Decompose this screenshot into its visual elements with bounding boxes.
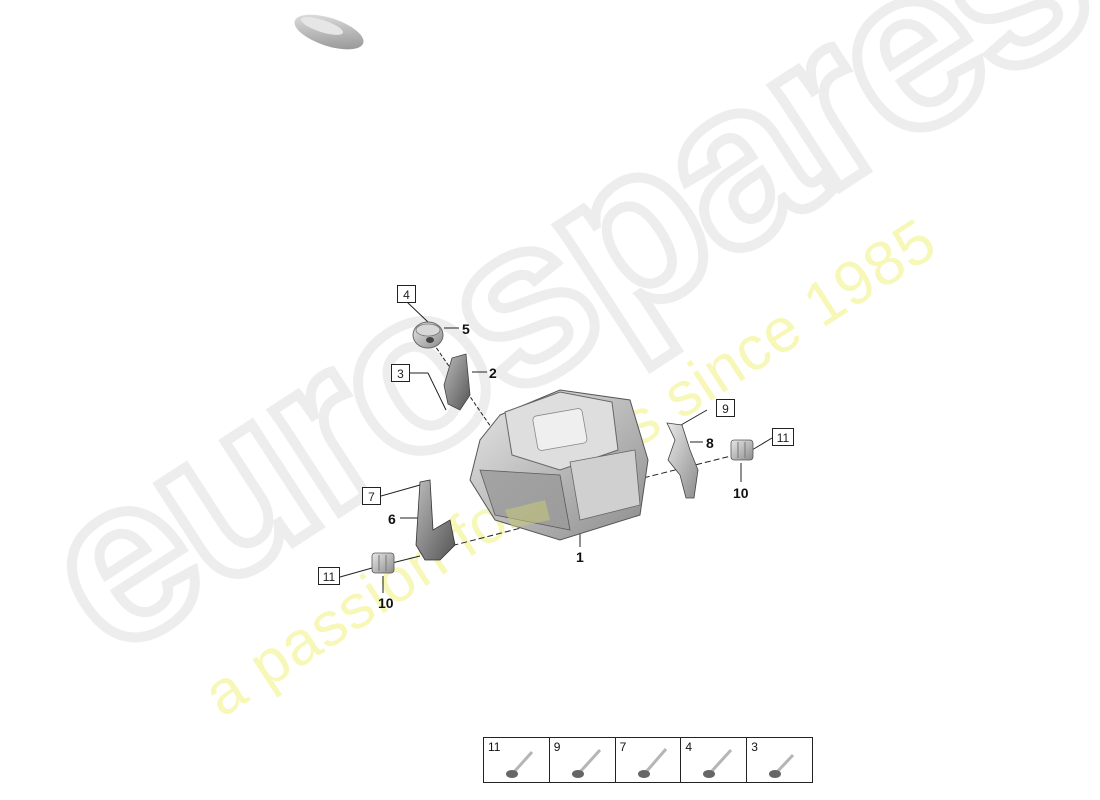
- bolt-icon: [637, 748, 667, 778]
- bolt-icon: [571, 748, 601, 778]
- electric-motor-part: [469, 389, 649, 541]
- bracket-part: [666, 422, 699, 499]
- legend-cell: 9: [550, 738, 616, 782]
- boxed-label-7: 7: [362, 487, 381, 505]
- legend-cell: 11: [484, 738, 550, 782]
- bracket-part: [443, 353, 471, 411]
- rubber-bush-part: [730, 439, 754, 461]
- bracket-part: [415, 479, 456, 561]
- legend-cell: 3: [747, 738, 813, 782]
- rubber-bush-part: [371, 552, 395, 574]
- legend-cell: 7: [616, 738, 682, 782]
- boxed-label-9: 9: [716, 399, 735, 417]
- boxed-label-11: 11: [772, 428, 794, 446]
- legend-number: 3: [751, 740, 758, 754]
- legend-number: 7: [619, 740, 627, 754]
- callout-8: 8: [706, 435, 714, 451]
- callout-1: 1: [576, 549, 584, 565]
- legend-cell: 4: [681, 738, 748, 782]
- callout-6: 6: [388, 511, 396, 527]
- engine-mount-part: [412, 321, 444, 349]
- callout-5: 5: [462, 321, 470, 337]
- cap-part: [294, 14, 364, 50]
- bolt-icon: [703, 748, 733, 778]
- bolt-icon: [769, 753, 795, 778]
- legend-number: 11: [488, 740, 501, 754]
- boxed-label-4: 4: [397, 285, 416, 303]
- boxed-label-11: 11: [318, 567, 340, 585]
- callout-2: 2: [489, 365, 497, 381]
- bolt-legend-table: 11 9 7 4 3: [483, 737, 813, 783]
- callout-10: 10: [733, 485, 749, 501]
- legend-number: 9: [553, 740, 561, 754]
- callout-10: 10: [378, 595, 394, 611]
- bolt-icon: [506, 750, 534, 778]
- boxed-label-3: 3: [391, 364, 410, 382]
- legend-number: 4: [685, 740, 693, 754]
